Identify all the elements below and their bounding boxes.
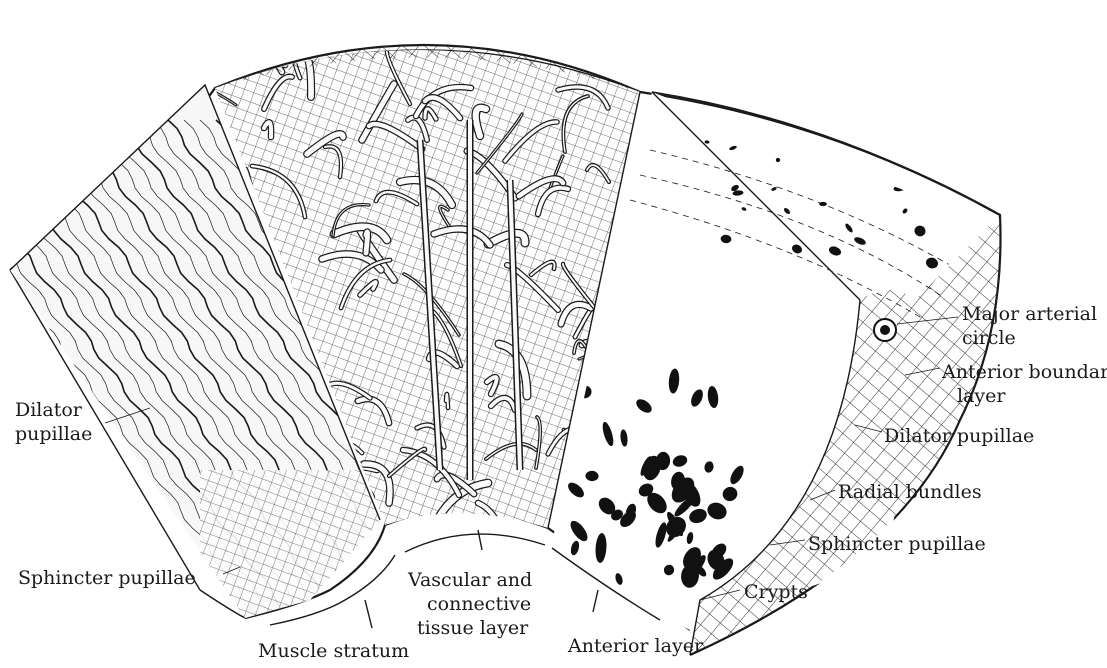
label-vascular-layer-2: connective (427, 593, 531, 615)
label-anterior-layer: Anterior layer (567, 635, 704, 657)
label-radial-bundles: Radial bundles (838, 481, 982, 503)
label-dilator-pupillae-right: Dilator pupillae (884, 425, 1034, 447)
label-vascular-layer-1: Vascular and (407, 569, 532, 591)
label-sphincter-pupillae-left: Sphincter pupillae (18, 567, 196, 589)
label-sphincter-pupillae-right: Sphincter pupillae (808, 533, 986, 555)
label-dilator-pupillae-left-2: pupillae (15, 423, 92, 445)
label-major-arterial-circle-1: Major arterial (962, 303, 1097, 325)
label-muscle-stratum: Muscle stratum (258, 640, 409, 662)
label-vascular-layer-3: tissue layer (417, 617, 529, 639)
label-dilator-pupillae-left-1: Dilator (15, 399, 83, 421)
label-major-arterial-circle-2: circle (962, 327, 1016, 349)
label-crypts: Crypts (744, 581, 808, 603)
label-anterior-boundary-layer-2: layer (957, 385, 1006, 407)
label-anterior-boundary-layer-1: Anterior boundary (941, 361, 1107, 383)
